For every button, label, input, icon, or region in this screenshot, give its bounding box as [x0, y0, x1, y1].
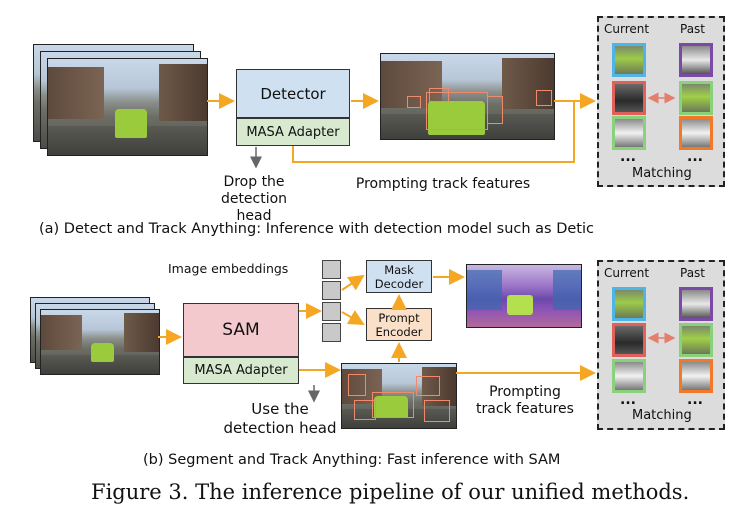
detection-box: [354, 400, 376, 420]
caption-a: (a) Detect and Track Anything: Inference…: [39, 221, 594, 237]
matching-label-top: Matching: [632, 166, 692, 181]
drop-head-label: Drop the detection head: [220, 174, 288, 224]
past-header: Past: [680, 22, 706, 36]
current-thumb-2: [612, 81, 646, 115]
past-header: Past: [680, 266, 706, 280]
past-thumb-1: [679, 43, 713, 77]
current-thumb-1: [612, 287, 646, 321]
past-dots: ...: [687, 149, 703, 165]
detection-box: [424, 400, 450, 422]
past-dots: ...: [687, 392, 703, 408]
detection-box: [416, 376, 440, 396]
embedding-cell: [322, 260, 341, 279]
arrow-embeddings-to-encoder: [341, 310, 365, 325]
matching-label-bottom: Matching: [632, 408, 692, 423]
prompting-label-top: Prompting track features: [355, 176, 531, 192]
sam-box: SAM: [183, 303, 299, 357]
segmentation-output-frame: [466, 264, 582, 328]
arrow-embeddings-to-decoder: [341, 274, 365, 291]
detection-box: [536, 90, 552, 106]
current-thumb-3: [612, 116, 646, 150]
detection-box: [348, 374, 366, 396]
current-dots: ...: [620, 149, 636, 165]
mask-decoder-label: Mask Decoder: [374, 262, 424, 291]
past-thumb-1: [679, 287, 713, 321]
image-embeddings-label: Image embeddings: [168, 261, 289, 276]
prompting-label-bottom: Prompting track features: [476, 384, 574, 417]
detection-box: [372, 392, 414, 418]
figure-caption: Figure 3. The inference pipeline of our …: [91, 480, 690, 504]
embedding-cell: [322, 323, 341, 342]
past-thumb-3: [679, 116, 713, 150]
current-thumb-1: [612, 43, 646, 77]
prompt-encoder-label: Prompt Encoder: [375, 310, 423, 339]
current-header: Current: [604, 22, 650, 36]
current-dots: ...: [620, 392, 636, 408]
masa-adapter-label-bottom: MASA Adapter: [194, 363, 288, 378]
current-header: Current: [604, 266, 650, 280]
detection-box: [407, 96, 421, 108]
sam-label: SAM: [222, 320, 260, 340]
use-head-label: Use the detection head: [223, 400, 337, 437]
detector-box: Detector: [236, 69, 350, 118]
input-frame-front: [40, 309, 160, 375]
prompt-encoder-box: Prompt Encoder: [366, 308, 432, 341]
past-thumb-3: [679, 359, 713, 393]
detection-head-output-frame: [341, 363, 457, 429]
detector-label: Detector: [260, 84, 326, 103]
masa-adapter-label-top: MASA Adapter: [246, 124, 340, 140]
matching-panel-bottom: Current Past ... ... Matching: [597, 260, 725, 430]
input-frame-front: [47, 58, 208, 156]
embedding-cell: [322, 281, 341, 300]
mask-decoder-box: Mask Decoder: [366, 260, 432, 293]
detection-box: [429, 88, 449, 102]
past-thumb-2: [679, 81, 713, 115]
detection-output-frame: [380, 53, 555, 140]
detection-box: [487, 96, 503, 124]
current-thumb-2: [612, 323, 646, 357]
arrow-adapter-to-panel: [292, 101, 575, 163]
caption-b: (b) Segment and Track Anything: Fast inf…: [143, 452, 561, 468]
embedding-cell: [322, 302, 341, 321]
past-thumb-2: [679, 323, 713, 357]
current-thumb-3: [612, 359, 646, 393]
masa-adapter-box-bottom: MASA Adapter: [183, 357, 299, 384]
masa-adapter-box-top: MASA Adapter: [236, 118, 350, 146]
